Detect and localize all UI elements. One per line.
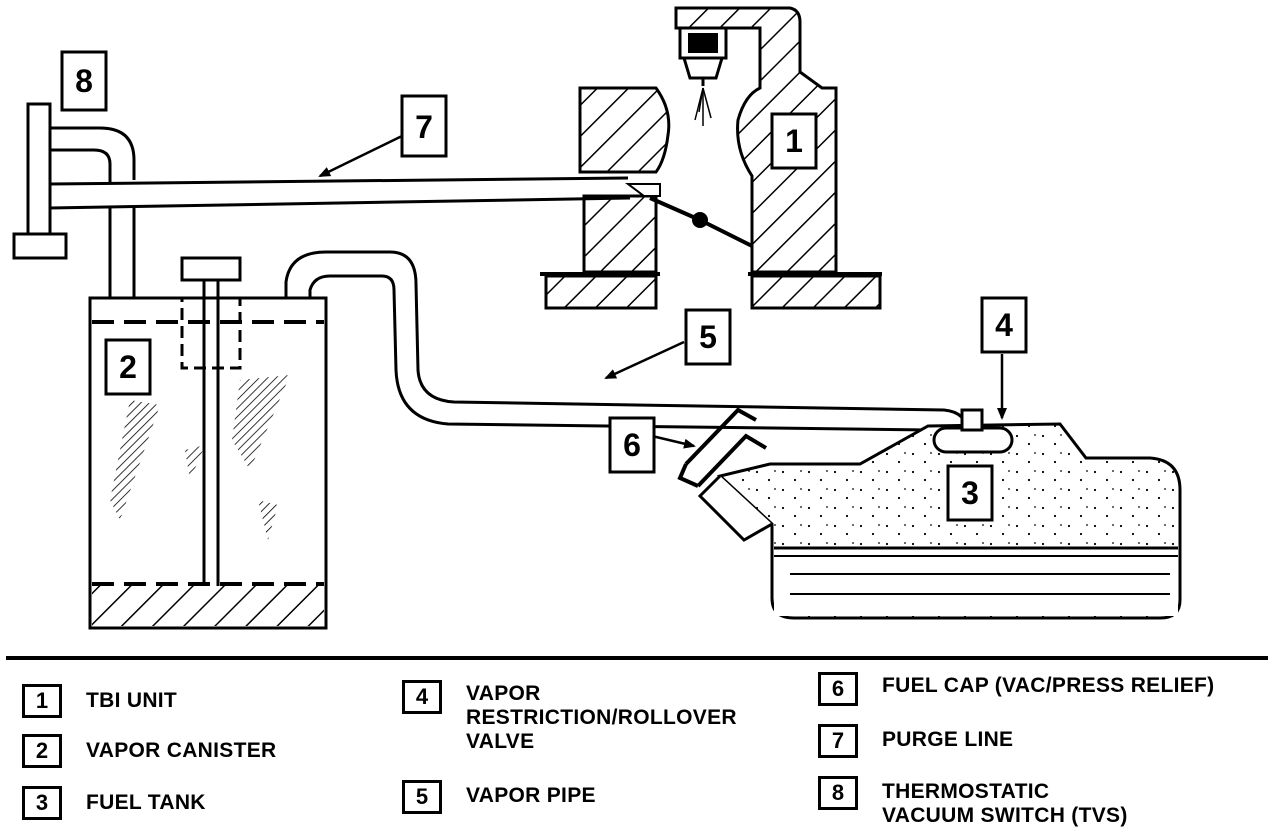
legend-number: 4 [402,680,442,714]
purge-line [49,126,631,298]
legend-label: THERMOSTATIC VACUUM SWITCH (TVS) [882,780,1128,827]
svg-text:7: 7 [415,109,433,145]
legend-item-6: 6 FUEL CAP (VAC/PRESS RELIEF) [818,672,1214,706]
legend-label: VAPOR PIPE [466,784,596,807]
thermostatic-vacuum-switch [12,102,68,260]
callout-7: 7 [400,94,448,158]
svg-text:6: 6 [623,427,641,463]
tbi-unit [540,6,882,310]
legend-item-8: 8 THERMOSTATIC VACUUM SWITCH (TVS) [818,776,1128,828]
svg-text:8: 8 [75,63,93,99]
callout-4: 4 [980,296,1028,354]
callout-arrow-5 [604,340,685,380]
legend-number: 7 [818,724,858,758]
legend-item-4: 4 VAPOR RESTRICTION/ROLLOVER VALVE [402,680,737,754]
callout-arrow-6 [651,434,696,449]
callout-1: 1 [770,112,818,170]
legend-number: 6 [818,672,858,706]
legend-item-3: 3 FUEL TANK [22,786,206,820]
callout-8: 8 [60,50,108,112]
legend-label: FUEL CAP (VAC/PRESS RELIEF) [882,674,1215,697]
legend-item-5: 5 VAPOR PIPE [402,780,596,814]
callout-arrow-7 [318,134,403,178]
legend-label: VAPOR CANISTER [86,739,277,762]
legend-number: 3 [22,786,62,820]
svg-text:4: 4 [995,307,1013,343]
vapor-canister [88,256,328,630]
legend-item-7: 7 PURGE LINE [818,724,1013,758]
legend-number: 5 [402,780,442,814]
callout-3: 3 [946,464,994,522]
callout-6: 6 [608,416,656,474]
legend-label: VAPOR RESTRICTION/ROLLOVER VALVE [466,682,737,753]
svg-text:1: 1 [785,123,803,159]
svg-text:5: 5 [699,319,717,355]
callout-2: 2 [104,338,152,396]
svg-text:3: 3 [961,475,979,511]
legend-label: FUEL TANK [86,791,206,814]
legend-item-1: 1 TBI UNIT [22,684,177,718]
legend-number: 8 [818,776,858,810]
legend-label: TBI UNIT [86,689,178,712]
svg-text:2: 2 [119,349,137,385]
legend-number: 1 [22,684,62,718]
callout-5: 5 [684,308,732,366]
fuel-tank [697,408,1182,620]
legend-item-2: 2 VAPOR CANISTER [22,734,277,768]
legend-label: PURGE LINE [882,728,1014,751]
legend-number: 2 [22,734,62,768]
fuel-cap [677,407,768,488]
